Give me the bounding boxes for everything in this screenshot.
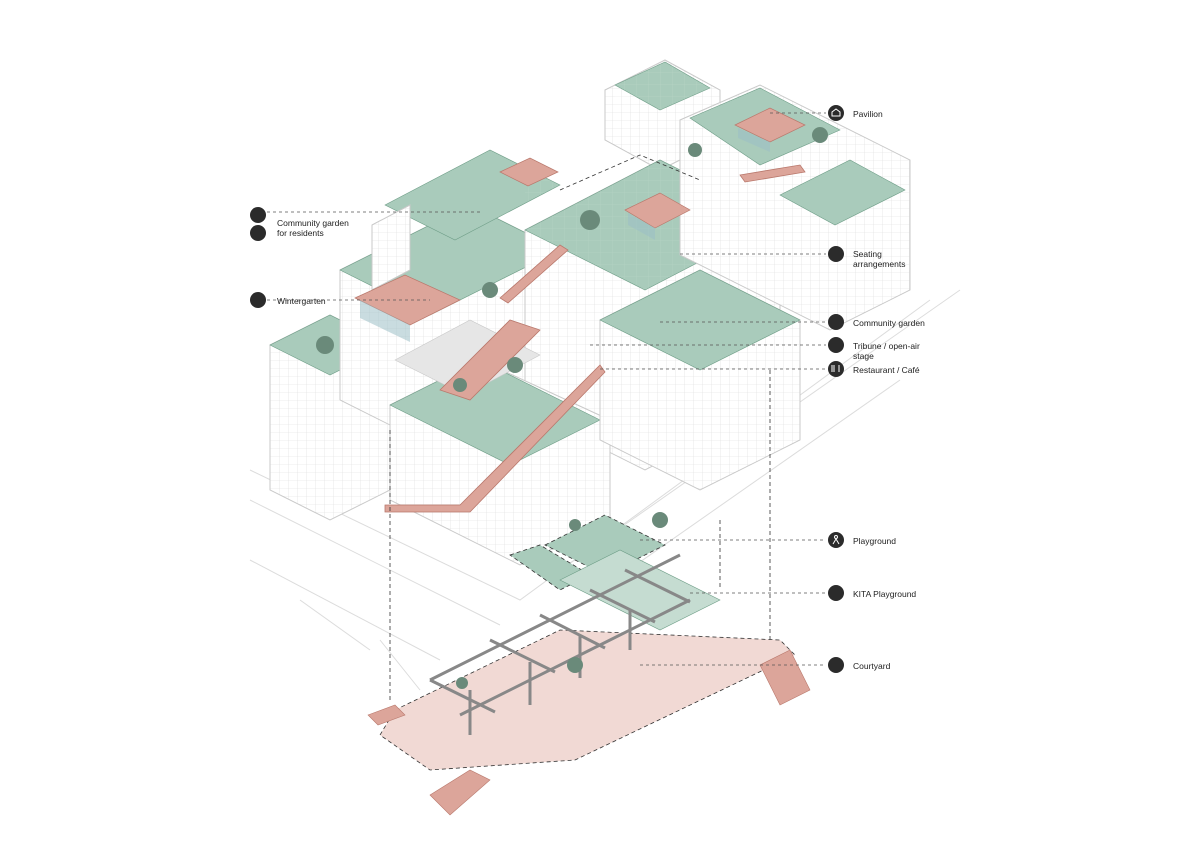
pavilion-glass <box>360 128 770 342</box>
people-icon <box>250 207 266 223</box>
kids-icon <box>828 585 844 601</box>
legend-kita-playground: KITA Playground <box>853 589 917 599</box>
courtyard <box>367 514 811 816</box>
pergola <box>429 553 691 735</box>
rooftop-ramp <box>384 164 806 513</box>
legend-community-garden-residents: Community garden for residents <box>277 218 349 238</box>
garden-icon <box>828 314 844 330</box>
child-icon <box>828 532 844 548</box>
house-plant-icon <box>250 292 266 308</box>
cutlery-icon <box>828 361 844 377</box>
legend-icons <box>250 105 844 673</box>
people-icon <box>828 657 844 673</box>
leader-lines <box>267 112 826 666</box>
legend-pavilion: Pavilion <box>853 109 883 119</box>
legend-playground: Playground <box>853 536 897 546</box>
stage-icon <box>828 337 844 353</box>
legend-tribune: Tribune / open-air stage <box>853 341 920 361</box>
legend-community-garden: Community garden <box>853 318 925 328</box>
legend-seating: Seating arrangements <box>853 249 906 269</box>
people-icon <box>828 246 844 262</box>
legend-courtyard: Courtyard <box>853 661 891 671</box>
level-outlines <box>389 154 771 700</box>
garden-icon <box>250 225 266 241</box>
trees <box>316 127 828 689</box>
pavilions <box>354 107 806 326</box>
legend-wintergarten: Wintergarten <box>277 296 326 306</box>
legend-icon-glyphs <box>831 108 841 545</box>
house-icon <box>828 105 844 121</box>
legend-restaurant: Restaurant / Café <box>853 365 920 375</box>
